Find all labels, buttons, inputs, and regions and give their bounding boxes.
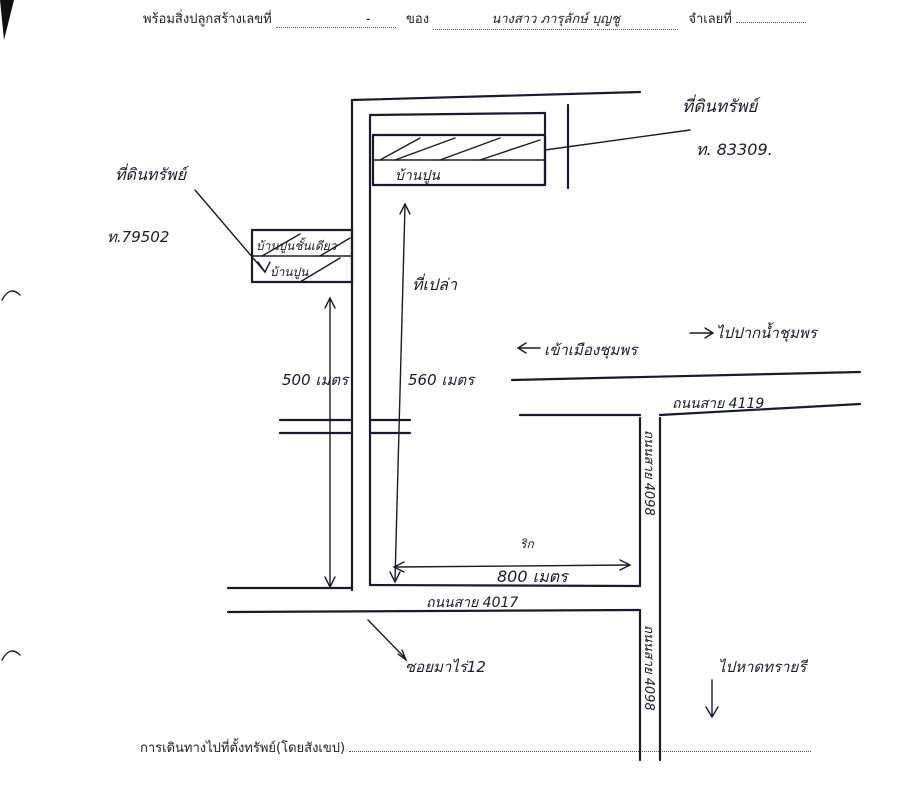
vacant-land-label: ที่เปล่า [412, 273, 458, 294]
to-beach-label: ไปหาดทรายรี [718, 658, 808, 676]
road-4017-label: ถนนสาย 4017 [426, 595, 518, 611]
neighbor-property-label: ที่ดินทรัพย์ [115, 163, 189, 184]
subject-deed-number: ท. 83309. [696, 140, 773, 159]
road-4119 [510, 370, 862, 417]
neighbor-house1-label: บ้านปูนชั้นเดียว [256, 237, 338, 254]
distance-bottom-label: 800 เมตร [497, 567, 570, 586]
soi-road [350, 90, 642, 592]
form-building-line: พร้อมสิ่งปลูกสร้างเลขที่ - ของ นางสาว ภา… [143, 8, 806, 30]
scan-edge-mark [0, 0, 14, 40]
distance-right-label: 560 เมตร [408, 371, 476, 389]
road-4098-upper-label: ถนนสาย 4098 [641, 430, 656, 516]
neighbor-house2-label: บ้านปูน [270, 265, 309, 280]
punch-hole-top [1, 290, 21, 301]
route-description-field [349, 751, 812, 752]
distance-arrow-bottom [392, 559, 632, 573]
defendant-label: จำเลยที่ [688, 12, 732, 27]
arrow-to-city [516, 342, 541, 354]
arrow-to-paknam [689, 327, 715, 339]
route-description-label: การเดินทางไปที่ตั้งทรัพย์(โดยสังเขป) [140, 741, 346, 756]
route-description-line: การเดินทางไปที่ตั้งทรัพย์(โดยสังเขป) [140, 737, 812, 758]
distance-arrow-right [389, 202, 411, 584]
road-4098 [638, 416, 662, 762]
defendant-field [736, 22, 806, 23]
small-mark: ริก [520, 537, 534, 551]
neighbor-property-block [194, 189, 354, 284]
building-number-label: พร้อมสิ่งปลูกสร้างเลขที่ [143, 12, 272, 27]
distance-left-label: 500 เมตร [282, 371, 350, 389]
road-4119-label: ถนนสาย 4119 [672, 396, 764, 412]
building-number-value: - [365, 12, 371, 27]
distance-arrow-left [324, 296, 336, 589]
to-chumphon-city-label: เข้าเมืองชุมพร [544, 341, 639, 359]
road-4017 [226, 583, 642, 614]
building-number-field: - [275, 12, 396, 28]
owner-label: ของ [406, 12, 430, 27]
subject-property-label: ที่ดินทรัพย์ [682, 94, 761, 117]
subject-property-block [371, 103, 691, 190]
arrow-alley [367, 619, 408, 663]
subject-house-label: บ้านปูน [395, 168, 440, 184]
arrow-to-beach [705, 679, 719, 719]
road-4098-lower-label: ถนนสาย 4098 [641, 625, 656, 711]
to-paknam-label: ไปปากน้ำชุมพร [716, 322, 819, 342]
alley-label: ซอยมาไร่12 [405, 658, 486, 676]
cross-road [278, 418, 412, 435]
neighbor-deed-number: ท.79502 [107, 228, 169, 246]
punch-hole-bottom [1, 650, 21, 661]
owner-name-value: นางสาว ภารุลักษ์ บุญชู [433, 8, 679, 30]
